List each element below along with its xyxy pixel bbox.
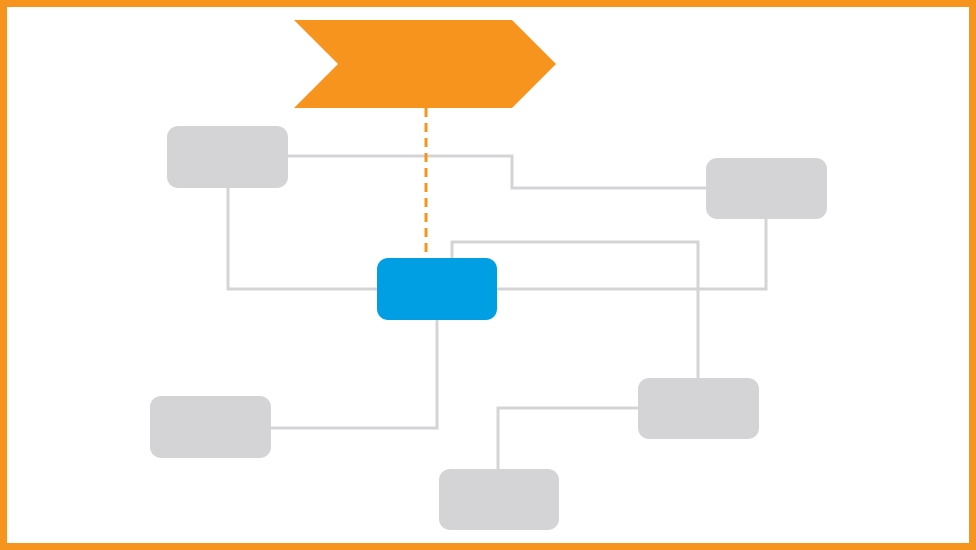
connector-hub-to-bottom-left [270, 320, 439, 430]
connector-bottom-right-to-bottom-center [496, 406, 638, 469]
node-bottom-center [439, 469, 559, 530]
node-bottom-left [150, 396, 271, 458]
nodes [150, 126, 827, 530]
node-bottom-right [638, 378, 759, 439]
connector-hub-to-bottom-right [450, 240, 700, 378]
connectors [226, 108, 768, 469]
node-top-left [167, 126, 288, 188]
node-top-right [706, 158, 827, 219]
connector-hub-to-top-right [497, 219, 768, 291]
banner-chevron [294, 20, 556, 108]
hub-node [377, 258, 497, 320]
connector-top-left-to-hub [226, 188, 377, 291]
connector-top-left-to-top-right [288, 154, 706, 190]
banner [294, 20, 556, 108]
